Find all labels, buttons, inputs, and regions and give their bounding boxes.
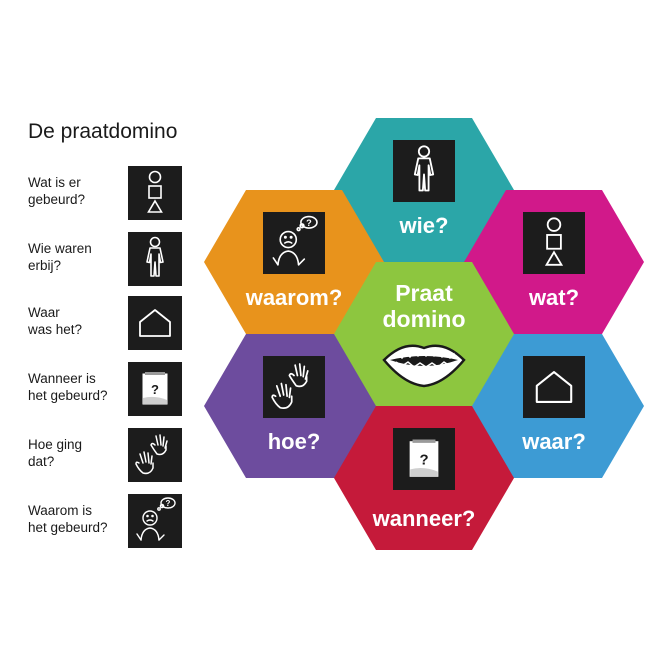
shapes-icon <box>544 217 564 266</box>
hex-center-shape <box>334 262 514 406</box>
hex-center-line2: domino <box>382 306 465 332</box>
house-icon <box>128 296 182 350</box>
list-label: Hoe ging dat? <box>28 437 83 469</box>
list-item-waarom: Waarom is het gebeurd? ? <box>28 494 188 552</box>
hands-icon <box>128 428 182 482</box>
calendar-icon: ? <box>128 362 182 416</box>
hex-center-line1: Praat <box>395 280 453 306</box>
person-icon <box>128 232 182 286</box>
svg-text:?: ? <box>166 499 171 508</box>
list-label: Wanneer is het gebeurd? <box>28 371 108 403</box>
page-title: De praatdomino <box>28 120 178 143</box>
svg-text:?: ? <box>419 452 428 469</box>
list-item-waar: Waar was het? <box>28 296 188 354</box>
svg-text:?: ? <box>151 382 159 397</box>
hex-center: Praat domino <box>334 262 514 406</box>
hex-waarom-label: waarom? <box>245 285 343 310</box>
list-label: Wat is er gebeurd? <box>28 175 86 207</box>
hex-waar-label: waar? <box>521 429 586 454</box>
list-item-wanneer: Wanneer is het gebeurd? ? <box>28 362 188 420</box>
shapes-icon <box>128 166 182 220</box>
hex-wie-label: wie? <box>399 213 449 238</box>
list-item-hoe: Hoe ging dat? <box>28 428 188 486</box>
hex-wat-icon-frame <box>523 212 585 274</box>
list-item-wie: Wie waren erbij? <box>28 232 188 290</box>
mouth-icon <box>382 344 466 388</box>
hex-hoe-label: hoe? <box>268 429 321 454</box>
list-label: Waar was het? <box>28 305 83 337</box>
hex-waarom: ? waarom? <box>204 190 384 334</box>
list-label: Waarom is het gebeurd? <box>28 503 108 535</box>
hex-wanneer: ? wanneer? <box>334 406 514 550</box>
hex-hoe: hoe? <box>204 334 384 478</box>
list-label: Wie waren erbij? <box>28 241 92 273</box>
hex-waar: waar? <box>464 334 644 478</box>
thinking-person-icon: ? <box>128 494 182 548</box>
hex-wat: wat? <box>464 190 644 334</box>
svg-text:?: ? <box>306 218 312 228</box>
hex-wie: wie? <box>334 118 514 262</box>
calendar-icon: ? <box>409 439 439 477</box>
hex-wat-label: wat? <box>528 285 579 310</box>
hex-hoe-icon-frame <box>263 356 325 418</box>
hex-waarom-icon-frame <box>263 212 325 274</box>
person-icon <box>413 145 435 192</box>
list-item-wat: Wat is er gebeurd? <box>28 166 188 224</box>
hex-wanneer-label: wanneer? <box>372 506 476 531</box>
hex-waar-icon-frame <box>523 356 585 418</box>
hex-wie-icon-frame <box>393 140 455 202</box>
thinking-person-icon: ? <box>272 215 318 266</box>
hands-icon <box>271 363 309 410</box>
house-icon <box>535 371 573 403</box>
